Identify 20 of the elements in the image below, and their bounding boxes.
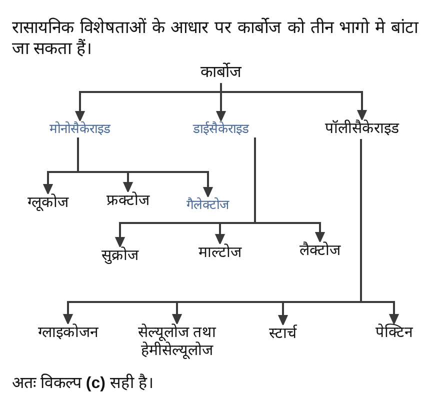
item-label: गैलेक्टोज (186, 197, 230, 213)
category-label: पॉलीसैकेराइड (325, 120, 399, 138)
arrow (360, 139, 399, 324)
arrow (220, 83, 367, 120)
item-label: सेल्यूलोज तथा हेमीसेल्यूलोज (137, 324, 217, 360)
conclusion-text: अतः विकल्प (c) सही है। (12, 373, 154, 394)
category-label: डाईसैकेराइड (193, 121, 249, 137)
item-label: लैक्टोज (300, 242, 340, 260)
item-label: फ्रक्टोज (106, 192, 150, 210)
root-label: कार्बोज (200, 63, 242, 82)
item-label: ग्लूकोज (28, 194, 68, 212)
item-label: माल्टोज (198, 244, 242, 262)
category-label: मोनोसैकेराइड (50, 121, 110, 137)
item-label: पेक्टिन (376, 324, 412, 342)
item-label: ग्लाइकोजन (38, 324, 98, 342)
arrow (77, 138, 213, 198)
intro-text: रासायनिक विशेषताओं के आधार पर कार्बोज को तीन भागो मे बांटा जा सकता हैं। (12, 17, 418, 59)
arrow (254, 138, 325, 242)
item-label: स्टार्च (269, 325, 297, 343)
item-label: सुक्रोज (102, 247, 138, 265)
